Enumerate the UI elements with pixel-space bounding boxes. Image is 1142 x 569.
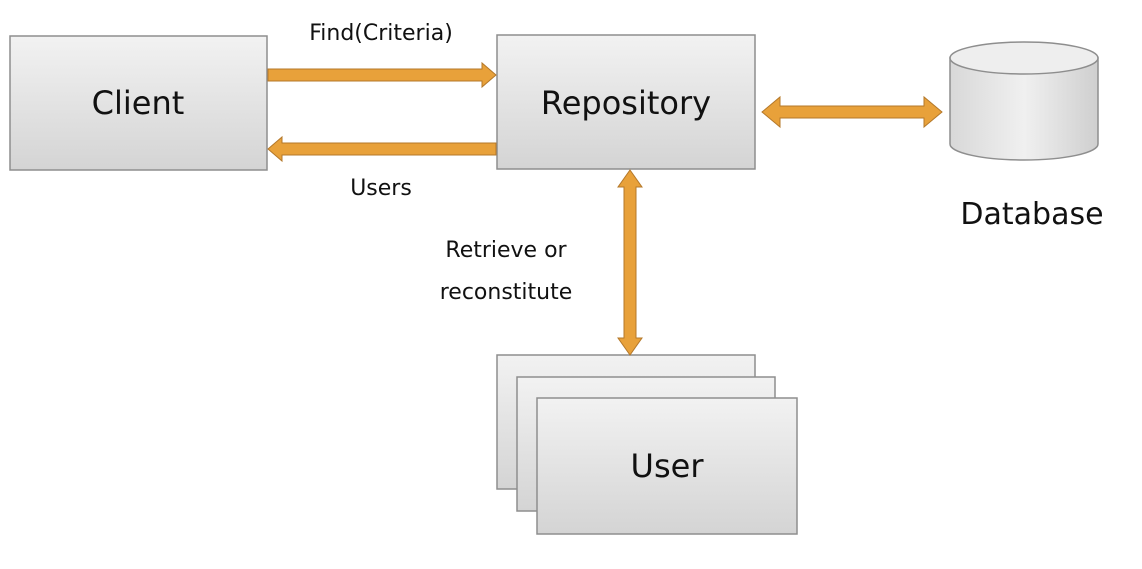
user-box-front [536, 397, 798, 535]
retrieve-label-line1: Retrieve or [445, 238, 567, 263]
find-arrow [267, 61, 497, 89]
find-criteria-label: Find(Criteria) [309, 21, 453, 46]
users-label: Users [350, 176, 412, 201]
users-arrow [267, 135, 497, 163]
client-label: Client [92, 84, 185, 122]
user-label: User [631, 447, 705, 485]
repository-user-arrow [617, 169, 643, 356]
repository-label: Repository [541, 84, 711, 122]
user-box-stack: User [496, 354, 798, 535]
repository-box: Repository [496, 34, 756, 170]
retrieve-label-line2: reconstitute [440, 280, 573, 305]
client-box: Client [9, 35, 268, 171]
database-cylinder-icon [949, 41, 1099, 161]
repository-database-arrow [761, 95, 943, 129]
database-label: Database [960, 197, 1103, 232]
